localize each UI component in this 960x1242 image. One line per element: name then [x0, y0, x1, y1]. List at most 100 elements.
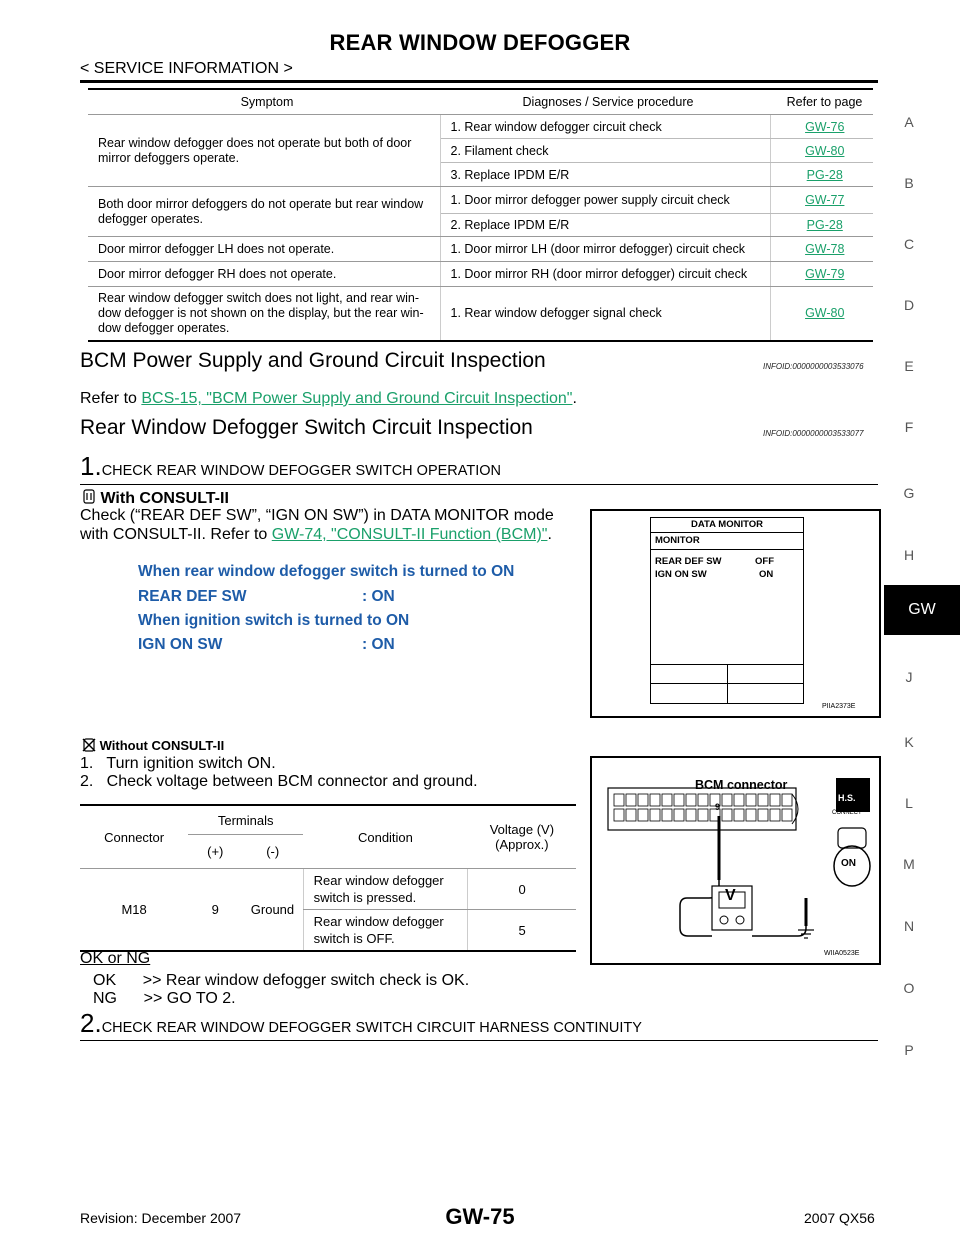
refer-page-link[interactable]: GW-78: [805, 242, 845, 256]
refer-page-link[interactable]: PG-28: [806, 218, 843, 232]
condition-2: When ignition switch is turned to ON: [138, 612, 410, 629]
refer-cell: GW-76: [770, 114, 873, 139]
gw-74-link[interactable]: GW-74, "CONSULT-II Function (BCM)": [271, 526, 548, 543]
side-index-letter[interactable]: G: [903, 485, 915, 501]
procedure-step: 1. Turn ignition switch ON.: [80, 755, 276, 772]
step2-title: CHECK REAR WINDOW DEFOGGER SWITCH CIRCUI…: [101, 1020, 642, 1036]
connector-pin: [781, 808, 793, 822]
procedure-step: 2. Check voltage between BCM connector a…: [80, 773, 478, 790]
connector-pin: [697, 793, 709, 807]
dm-row-value: OFF: [755, 556, 774, 567]
side-index-letter[interactable]: P: [904, 1042, 914, 1058]
section-label: < SERVICE INFORMATION >: [80, 60, 293, 77]
refer-prefix: Refer to: [80, 390, 142, 407]
bcm-connector-figure: [590, 756, 881, 965]
side-index-letter[interactable]: E: [904, 358, 914, 374]
ok-or-ng: OK or NG: [80, 950, 151, 967]
side-index-letter[interactable]: N: [903, 918, 915, 934]
switch-infoid: INFOID:0000000003533077: [763, 429, 864, 438]
refer-page-link[interactable]: GW-79: [805, 267, 845, 281]
symptom-cell: Door mirror defogger RH does not operate…: [88, 261, 441, 287]
symptom-cell: Rear window defogger switch does not lig…: [88, 286, 441, 341]
connector-pin: [745, 793, 757, 807]
side-index-letter[interactable]: H: [903, 547, 915, 563]
footer-model: 2007 QX56: [804, 1210, 875, 1226]
step1-title: CHECK REAR WINDOW DEFOGGER SWITCH OPERAT…: [101, 463, 501, 479]
connector-pin: [709, 793, 721, 807]
connector-pin: [757, 793, 769, 807]
ng-result: NG >> GO TO 2.: [93, 990, 236, 1007]
header-refer: Refer to page: [770, 89, 873, 115]
col-plus: (+): [188, 834, 243, 869]
procedure-cell: 1. Rear window defogger circuit check: [440, 114, 771, 139]
page-number: GW-75: [445, 1204, 515, 1229]
step1-number: 1.: [80, 451, 102, 481]
connector-pin: [613, 808, 625, 822]
connector-pin: [673, 808, 685, 822]
side-index-letter[interactable]: K: [904, 734, 914, 750]
connector-pin: [625, 808, 637, 822]
col-terminals: Terminals: [188, 805, 304, 835]
connector-pin: [781, 793, 793, 807]
data-monitor-screen: DATA MONITOR MONITOR REAR DEF SW OFF IGN…: [650, 517, 804, 704]
hs-badge: H.S.: [838, 793, 856, 803]
cell-connector: M18: [121, 902, 147, 917]
refer-page-link[interactable]: GW-76: [805, 119, 845, 134]
dm-row-value: ON: [759, 569, 774, 580]
refer-suffix: .: [572, 390, 577, 407]
connector-pin: [697, 808, 709, 822]
side-index-letter[interactable]: F: [904, 419, 914, 435]
step2-rule: [80, 1040, 878, 1041]
refer-cell: GW-80: [770, 286, 873, 341]
procedure-cell: 2. Replace IPDM E/R: [440, 213, 771, 237]
step1-rule: [80, 484, 878, 485]
col-voltage: Voltage (V) (Approx.): [467, 805, 576, 869]
connector-pin: [649, 808, 661, 822]
dm-title: DATA MONITOR: [651, 518, 803, 533]
cell-voltage: 0: [467, 868, 576, 910]
bcs-15-link[interactable]: BCS-15, "BCM Power Supply and Ground Cir…: [141, 390, 573, 407]
cell-condition: Rear window defogger switch is pressed.: [302, 868, 468, 910]
refer-cell: PG-28: [770, 213, 873, 237]
refer-page-link[interactable]: GW-80: [805, 306, 845, 321]
switch-heading: Rear Window Defogger Switch Circuit Insp…: [80, 416, 533, 439]
consult-icon: [83, 489, 95, 504]
connector-pin: [661, 793, 673, 807]
refer-cell: GW-78: [770, 236, 873, 262]
connector-pin: [625, 793, 637, 807]
side-index-letter[interactable]: A: [904, 114, 914, 130]
connector-pin: [613, 793, 625, 807]
col-connector: Connector: [80, 805, 189, 869]
symptom-table: Symptom Diagnoses / Service procedure Re…: [88, 88, 873, 342]
symptom-cell: Door mirror defogger LH does not operate…: [88, 236, 441, 262]
bcm-refer: Refer to BCS-15, "BCM Power Supply and G…: [80, 390, 577, 408]
side-index-letter[interactable]: J: [905, 669, 913, 685]
page-title: REAR WINDOW DEFOGGER: [329, 30, 631, 55]
dm-row-name: REAR DEF SW: [655, 556, 722, 567]
side-index-letter[interactable]: O: [903, 980, 915, 996]
procedure-cell: 3. Replace IPDM E/R: [440, 162, 771, 187]
without-consult-label: Without CONSULT-II: [99, 738, 225, 753]
refer-page-link[interactable]: GW-77: [805, 193, 845, 207]
condition-label: IGN ON SW: [138, 636, 223, 653]
col-condition: Condition: [303, 805, 468, 869]
check-line2: with CONSULT-II. Refer to GW-74, "CONSUL…: [80, 526, 552, 544]
connector-pin: [637, 793, 649, 807]
side-index-letter[interactable]: B: [904, 175, 914, 191]
side-index-letter[interactable]: D: [903, 297, 915, 313]
procedure-cell: 1. Rear window defogger signal check: [440, 286, 771, 341]
connector-pin: [673, 793, 685, 807]
voltage-table: Connector Terminals Condition Voltage (V…: [80, 804, 576, 952]
connector-pin: [709, 808, 721, 822]
connector-pin: [685, 793, 697, 807]
refer-page-link[interactable]: PG-28: [806, 167, 843, 182]
side-index-letter[interactable]: L: [905, 795, 913, 811]
procedure-cell: 2. Filament check: [440, 138, 771, 163]
side-index-letter[interactable]: M: [903, 856, 915, 872]
ok-result: OK >> Rear window defogger switch check …: [93, 972, 470, 989]
step2-heading: 2.CHECK REAR WINDOW DEFOGGER SWITCH CIRC…: [80, 1008, 642, 1039]
tab-gw[interactable]: GW: [884, 585, 960, 635]
side-index-letter[interactable]: C: [903, 236, 915, 252]
refer-page-link[interactable]: GW-80: [805, 143, 845, 158]
with-consult: With CONSULT-II: [82, 489, 229, 508]
